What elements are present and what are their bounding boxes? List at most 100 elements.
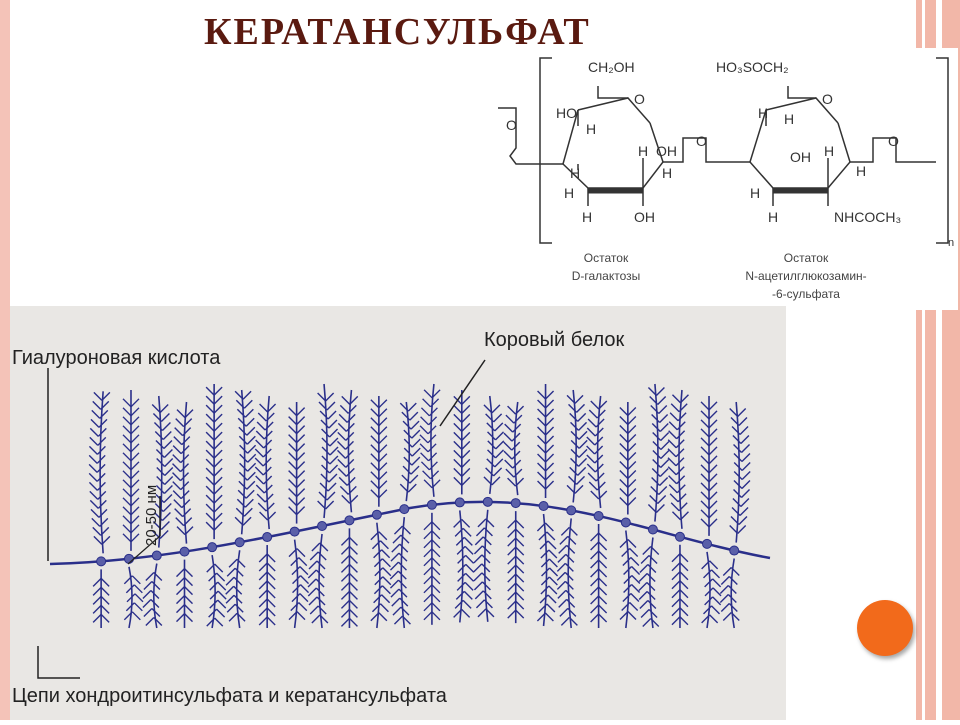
size-label: 20-50 нм bbox=[143, 485, 160, 546]
core-protein-label: Коровый белок bbox=[484, 329, 624, 351]
link-node bbox=[371, 509, 382, 520]
gag-chain bbox=[307, 533, 329, 629]
gag-chain bbox=[288, 539, 310, 629]
ring1-h6-label: H bbox=[564, 185, 574, 201]
gag-chain bbox=[619, 402, 637, 515]
link-node bbox=[96, 556, 107, 567]
ring2-h5-label: H bbox=[856, 163, 866, 179]
gag-chain bbox=[88, 391, 111, 554]
gag-chain bbox=[473, 509, 495, 622]
link-node bbox=[538, 501, 549, 512]
gag-chain bbox=[537, 384, 555, 499]
chains-label: Цепи хондроитинсульфата и кератансульфат… bbox=[12, 685, 448, 707]
ring2-h6-label: H bbox=[750, 185, 760, 201]
link-node bbox=[593, 510, 604, 521]
gag-chain bbox=[453, 390, 471, 495]
ring1-h4-label: H bbox=[570, 165, 580, 181]
link-node bbox=[123, 553, 134, 564]
residue-right-line2: N-ацетилглюкозамин- bbox=[745, 269, 866, 283]
link-node bbox=[234, 537, 245, 548]
proteoglycan-aggregate-diagram: Гиалуроновая кислота Коровый белок 20-50… bbox=[10, 306, 786, 720]
ring1-h7-label: H bbox=[582, 209, 592, 225]
gag-chain bbox=[701, 551, 722, 629]
link-nodes bbox=[96, 496, 740, 567]
link-node bbox=[317, 520, 328, 531]
link-node bbox=[510, 498, 521, 509]
ring1-ho-label: HO bbox=[556, 105, 577, 121]
gag-chain bbox=[586, 395, 608, 509]
keratan-sulfate-formula: CH₂OH HO₃SOCH₂ O O HO H H H O O O H OH O… bbox=[488, 48, 958, 310]
link-node bbox=[729, 545, 740, 556]
ring2-h3-label: H bbox=[824, 143, 834, 159]
gag-chain bbox=[503, 401, 525, 496]
gag-chain bbox=[389, 517, 411, 629]
ring2-h-label: H bbox=[758, 105, 768, 121]
gag-chain bbox=[254, 395, 277, 530]
link-node bbox=[647, 524, 658, 535]
gag-chain bbox=[317, 383, 339, 519]
gag-chain bbox=[122, 390, 140, 551]
gag-chain bbox=[206, 555, 227, 629]
ring1-h3-label: H bbox=[638, 143, 648, 159]
residue-left-line2: D-галактозы bbox=[572, 269, 641, 283]
residue-right-line1: Остаток bbox=[784, 251, 829, 265]
link-node bbox=[426, 499, 437, 510]
link-node bbox=[674, 531, 685, 542]
gag-chain bbox=[590, 523, 608, 628]
gag-chain bbox=[667, 389, 689, 529]
gag-chain bbox=[671, 544, 689, 628]
core-protein-leader-line bbox=[439, 359, 486, 427]
link-node bbox=[262, 532, 273, 543]
gag-chain bbox=[258, 545, 276, 628]
gag-chain bbox=[225, 550, 246, 629]
link-node bbox=[620, 517, 631, 528]
link-node bbox=[399, 504, 410, 515]
gag-chain bbox=[176, 559, 193, 628]
link-node bbox=[482, 496, 493, 507]
gag-chain bbox=[729, 401, 751, 543]
link-node bbox=[289, 526, 300, 537]
gag-chain bbox=[92, 569, 110, 628]
gag-chain bbox=[700, 396, 718, 536]
gag-chain bbox=[172, 401, 194, 544]
ring1-oxygen-label: O bbox=[634, 91, 645, 107]
repeat-n-label: n bbox=[948, 237, 954, 249]
gag-chain bbox=[536, 513, 559, 627]
glycosaminoglycan-chains bbox=[88, 383, 751, 629]
gag-chain bbox=[647, 383, 670, 522]
gag-chain bbox=[370, 396, 388, 507]
gag-chain bbox=[234, 389, 257, 535]
ring2-oxygen-label: O bbox=[822, 91, 833, 107]
gag-chain bbox=[556, 518, 578, 629]
right-link-oxygen-label: O bbox=[888, 133, 899, 149]
gag-chain bbox=[423, 512, 441, 625]
link-node bbox=[454, 497, 465, 508]
gag-chain bbox=[288, 402, 306, 524]
gag-chain bbox=[566, 389, 588, 503]
gag-chain bbox=[340, 528, 358, 628]
ring1-oh-bottom-label: OH bbox=[634, 209, 655, 225]
gag-chain bbox=[123, 566, 144, 629]
gag-chain bbox=[619, 530, 641, 629]
decorative-orange-circle bbox=[857, 600, 913, 656]
ch2oh-label: CH₂OH bbox=[588, 59, 635, 75]
ho3soch2-label: HO₃SOCH₂ bbox=[716, 59, 789, 75]
chains-leader-line bbox=[37, 646, 80, 679]
ring1-h5-label: H bbox=[662, 165, 672, 181]
ring1-oh-label: OH bbox=[656, 143, 677, 159]
slide-frame-left bbox=[0, 0, 10, 720]
nhcoch3-label: NHCOCH₃ bbox=[834, 209, 901, 225]
gag-chain bbox=[370, 522, 392, 629]
gag-chain bbox=[483, 395, 505, 494]
link-node bbox=[207, 542, 218, 553]
residue-right-line3: -6-сульфата bbox=[772, 287, 840, 301]
ring1-h-label: H bbox=[586, 121, 596, 137]
gag-chain bbox=[419, 383, 441, 497]
link-node bbox=[151, 550, 162, 561]
left-link-oxygen-label: O bbox=[506, 117, 517, 133]
gag-chain bbox=[142, 563, 163, 629]
link-node bbox=[179, 546, 190, 557]
slide-title: КЕРАТАНСУЛЬФАТ bbox=[204, 11, 591, 53]
ring2-oh-label: OH bbox=[790, 149, 811, 165]
link-node bbox=[566, 505, 577, 516]
